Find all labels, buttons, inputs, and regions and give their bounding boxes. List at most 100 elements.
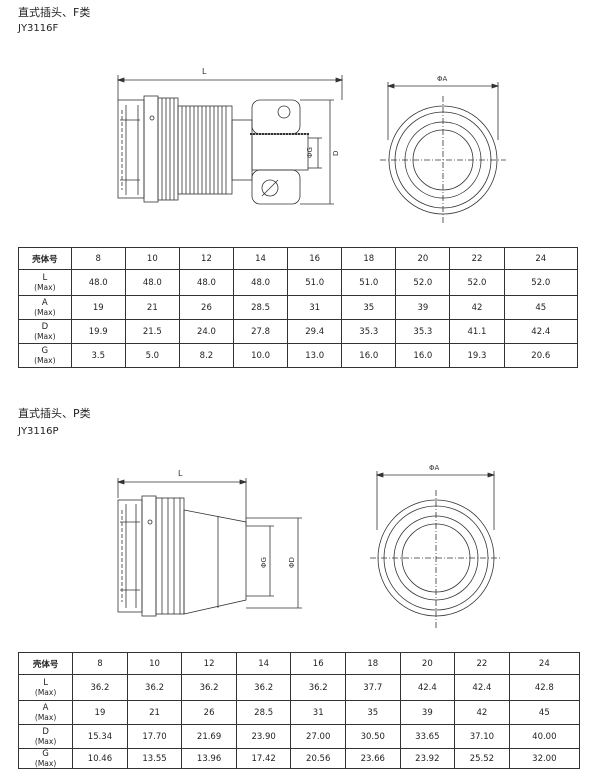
section1-code: JY3116F — [18, 23, 59, 34]
header-cell-size: 20 — [395, 247, 451, 270]
value-cell: 40.00 — [508, 724, 581, 749]
row-label: L — [42, 273, 48, 283]
value-cell: 42.4 — [399, 674, 456, 701]
section1-A-label: ΦA — [437, 75, 448, 83]
value-cell: 26 — [178, 295, 235, 320]
value-cell: 19.3 — [449, 343, 505, 368]
section2-title: 直式插头、P类 — [18, 407, 91, 420]
value-cell: 13.96 — [181, 748, 237, 769]
header-cell-size: 16 — [287, 247, 343, 270]
row-label: D — [41, 322, 49, 332]
value-cell: 42.4 — [454, 674, 510, 701]
value-cell: 16.0 — [341, 343, 397, 368]
value-cell: 21 — [126, 700, 183, 725]
value-cell: 29.4 — [287, 319, 343, 344]
row-label-cell: A(Max) — [18, 295, 72, 320]
value-cell: 36.2 — [72, 674, 128, 701]
section2-L-label: L — [178, 469, 183, 478]
value-cell: 41.1 — [449, 319, 505, 344]
row-unit: (Max) — [34, 332, 56, 341]
value-cell: 48.0 — [232, 269, 289, 296]
value-cell: 32.00 — [508, 748, 581, 769]
header-cell-size: 12 — [181, 652, 237, 675]
value-cell: 36.2 — [290, 674, 346, 701]
value-cell: 33.65 — [399, 724, 456, 749]
section2-code: JY3116P — [18, 426, 59, 437]
section2-D-label: ΦD — [288, 557, 296, 568]
value-cell: 13.55 — [126, 748, 183, 769]
value-cell: 21.69 — [181, 724, 237, 749]
header-cell-size: 10 — [124, 247, 180, 270]
value-cell: 5.0 — [124, 343, 180, 368]
value-cell: 36.2 — [181, 674, 237, 701]
value-cell: 45 — [503, 295, 579, 320]
row-label: A — [41, 298, 48, 308]
header-cell-shell-size: 壳体号 — [17, 652, 74, 675]
value-cell: 39 — [395, 295, 451, 320]
value-cell: 52.0 — [503, 269, 579, 296]
value-cell: 19 — [72, 700, 128, 725]
row-label: A — [42, 703, 49, 713]
row-label-cell: D(Max) — [17, 724, 74, 749]
value-cell: 42 — [454, 700, 510, 725]
value-cell: 48.0 — [70, 269, 126, 296]
header-cell-size: 22 — [454, 652, 510, 675]
header-cell-size: 24 — [503, 247, 579, 270]
value-cell: 8.2 — [178, 343, 235, 368]
row-unit: (Max) — [34, 308, 56, 317]
value-cell: 51.0 — [287, 269, 343, 296]
section2-G-label: ΦG — [260, 557, 268, 568]
value-cell: 13.0 — [287, 343, 343, 368]
value-cell: 48.0 — [124, 269, 180, 296]
value-cell: 51.0 — [341, 269, 397, 296]
header-cell-size: 12 — [178, 247, 235, 270]
row-unit: (Max) — [34, 759, 57, 768]
value-cell: 23.90 — [235, 724, 292, 749]
value-cell: 42 — [449, 295, 505, 320]
value-cell: 23.92 — [399, 748, 456, 769]
row-label-cell: L(Max) — [17, 674, 74, 701]
section1-L-label: L — [202, 67, 207, 76]
value-cell: 19 — [70, 295, 126, 320]
value-cell: 17.70 — [126, 724, 183, 749]
row-label-cell: D(Max) — [18, 319, 72, 344]
value-cell: 37.7 — [344, 674, 401, 701]
header-cell-size: 14 — [232, 247, 289, 270]
value-cell: 10.46 — [72, 748, 128, 769]
value-cell: 36.2 — [126, 674, 183, 701]
section1-G-label: ΦG — [306, 147, 314, 158]
value-cell: 26 — [181, 700, 237, 725]
row-label: D — [42, 727, 49, 737]
value-cell: 3.5 — [70, 343, 126, 368]
row-unit: (Max) — [34, 737, 57, 746]
header-cell-size: 8 — [70, 247, 126, 270]
value-cell: 52.0 — [395, 269, 451, 296]
header-cell-size: 16 — [290, 652, 346, 675]
section2-A-label: ΦA — [429, 464, 440, 472]
value-cell: 45 — [508, 700, 581, 725]
row-unit: (Max) — [34, 356, 56, 365]
value-cell: 21.5 — [124, 319, 180, 344]
row-unit: (Max) — [34, 688, 57, 697]
value-cell: 31 — [287, 295, 343, 320]
value-cell: 15.34 — [72, 724, 128, 749]
row-label-cell: A(Max) — [17, 700, 74, 725]
row-label-cell: G(Max) — [18, 343, 72, 368]
value-cell: 21 — [124, 295, 180, 320]
value-cell: 20.56 — [290, 748, 346, 769]
value-cell: 27.00 — [290, 724, 346, 749]
row-unit: (Max) — [34, 713, 57, 722]
value-cell: 36.2 — [235, 674, 292, 701]
value-cell: 42.4 — [503, 319, 579, 344]
header-cell-size: 10 — [126, 652, 183, 675]
